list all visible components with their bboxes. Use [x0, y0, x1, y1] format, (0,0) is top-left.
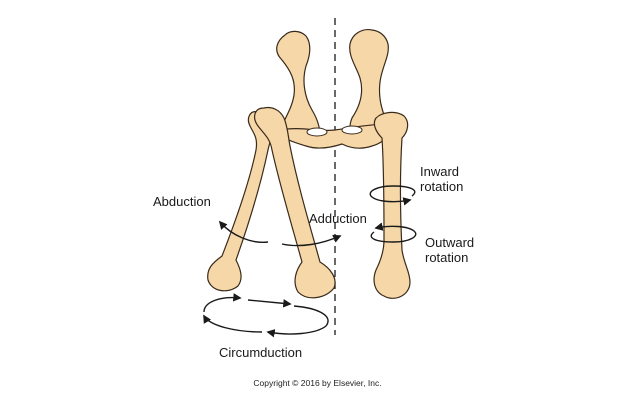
- label-adduction: Adduction: [309, 211, 367, 226]
- label-inward-rotation: Inward rotation: [420, 164, 463, 194]
- label-outward-line2: rotation: [425, 250, 469, 265]
- label-circumduction: Circumduction: [219, 345, 303, 360]
- femur-adducted: [254, 106, 336, 299]
- inward-rotation-arrow: [369, 185, 416, 206]
- obturator-left: [306, 127, 328, 137]
- label-outward-rotation: Outward rotation: [425, 235, 474, 265]
- copyright-text: Copyright © 2016 by Elsevier, Inc.: [253, 378, 382, 388]
- circumduction-arrows: [203, 293, 329, 338]
- abduction-arrow: [218, 220, 269, 243]
- outward-rotation-arrow: [370, 222, 417, 243]
- label-outward-line1: Outward: [425, 235, 475, 250]
- obturator-right: [341, 125, 363, 135]
- label-abduction: Abduction: [153, 194, 211, 209]
- adduction-arrow: [281, 234, 342, 247]
- label-inward-line2: rotation: [420, 179, 464, 194]
- label-inward-line1: Inward: [420, 164, 460, 179]
- femur-rotation: [373, 111, 411, 299]
